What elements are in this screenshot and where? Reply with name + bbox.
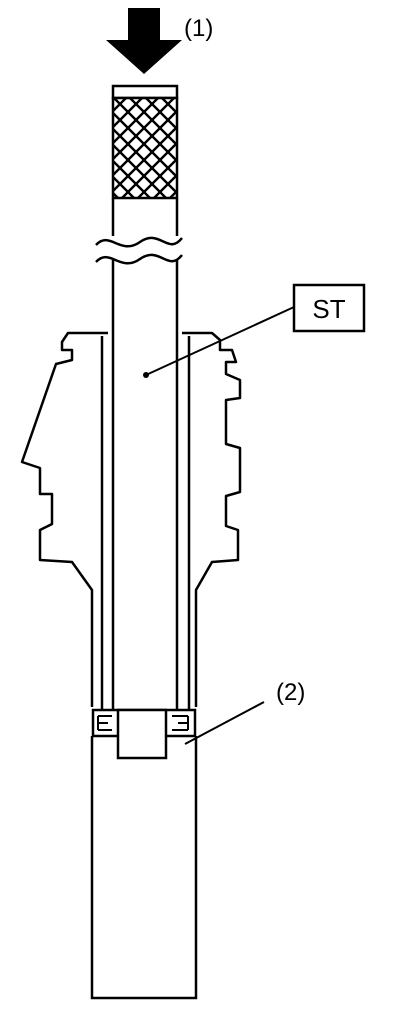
- break-line-top: [95, 236, 183, 248]
- callout-2-leader-line: [184, 701, 265, 745]
- st-label: ST: [312, 294, 345, 324]
- special-tool-upper: [111, 84, 179, 236]
- st-leader-dot: [143, 372, 149, 378]
- housing-inner-walls: [100, 336, 191, 710]
- callout-1-label: (1): [184, 15, 213, 42]
- st-label-box: [292, 283, 366, 333]
- lower-tube: [90, 736, 198, 1000]
- st-leader-line: [145, 306, 295, 376]
- special-tool-shaft: [111, 260, 179, 710]
- break-line-bottom: [95, 253, 183, 265]
- callout-2-label: (2): [276, 679, 305, 706]
- seal-assembly: [91, 708, 197, 760]
- down-arrow-icon: [106, 8, 182, 74]
- housing-outline: [20, 331, 242, 707]
